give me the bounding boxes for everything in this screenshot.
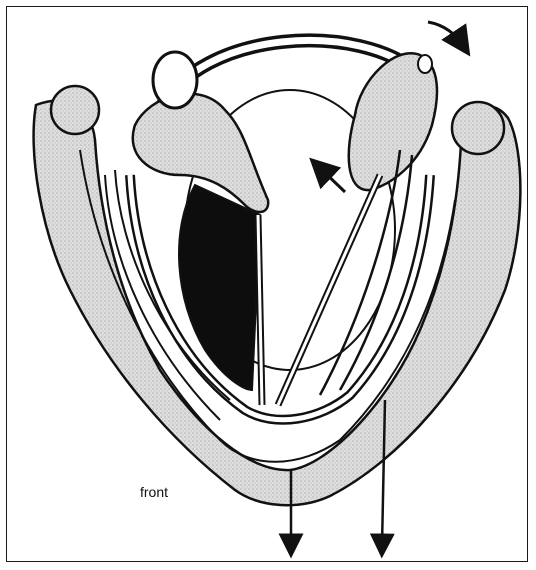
left-horn [51, 86, 99, 134]
left-arytenoid-knob [153, 52, 197, 108]
front-label: front [140, 484, 168, 500]
right-arytenoid-knob [418, 55, 432, 73]
right-horn [452, 102, 504, 154]
rotation-arrow [428, 22, 462, 44]
